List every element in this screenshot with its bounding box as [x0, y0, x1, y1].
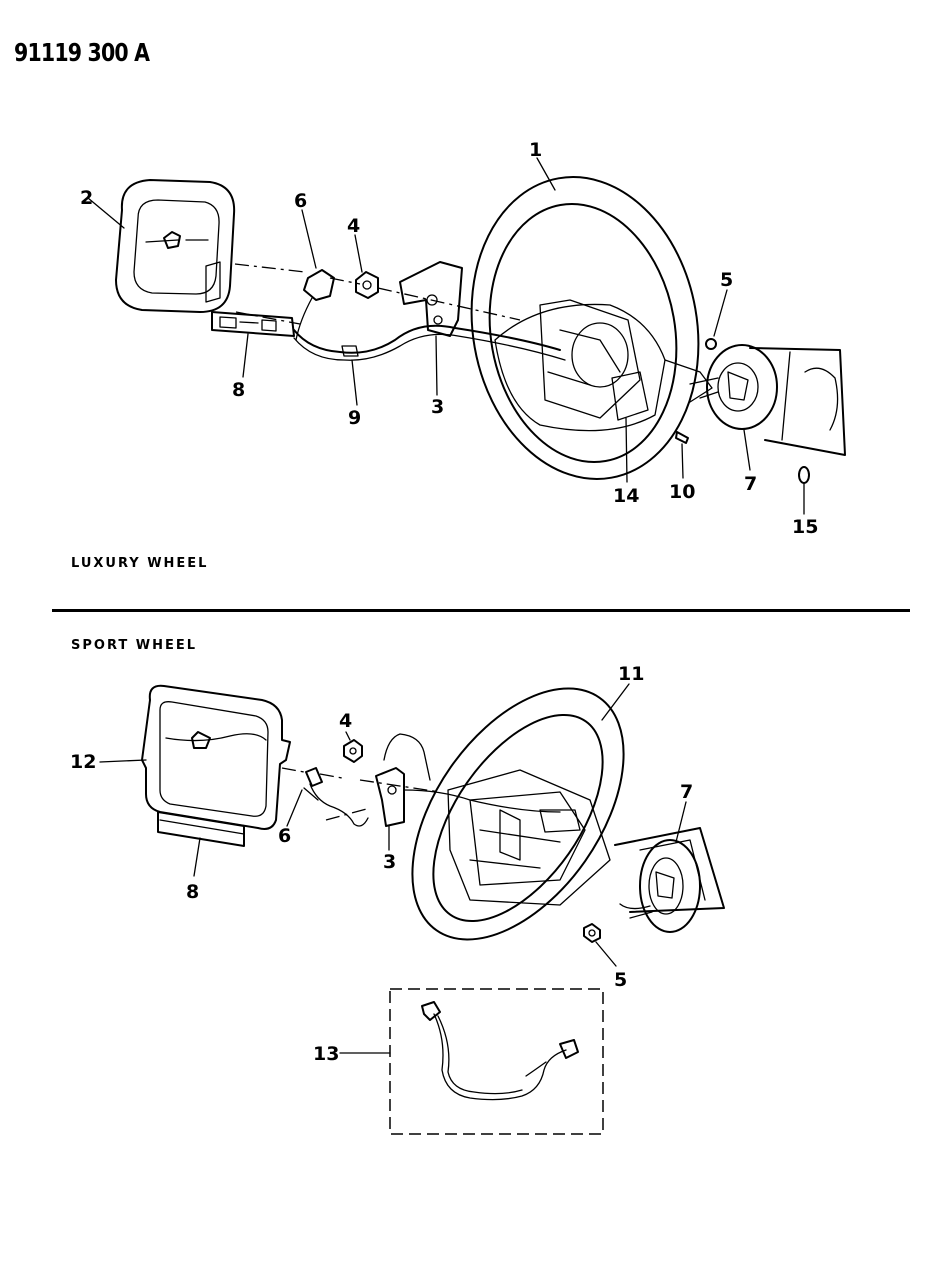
- wiring-harness-luxury: [293, 324, 566, 361]
- clockspring-luxury: [689, 344, 778, 430]
- section-divider: [52, 609, 910, 612]
- sport-centerline: [281, 767, 441, 793]
- mounting-bracket-luxury: [399, 261, 463, 337]
- mounting-bracket-sport: [375, 733, 561, 827]
- wiring-harness-kit: [389, 988, 604, 1135]
- callout-lux-1: 1: [529, 139, 542, 161]
- sport-wheel-assembly: 11 12 4 7 6 3 8 5 13: [70, 663, 725, 1135]
- callout-lux-14: 14: [613, 485, 639, 507]
- nut-luxury-4: [355, 271, 379, 299]
- horn-switch-luxury: [211, 311, 295, 337]
- luxury-centerline: [234, 263, 521, 321]
- callout-sp-7: 7: [680, 781, 693, 803]
- callout-lux-4: 4: [347, 215, 360, 237]
- callout-sp-13: 13: [313, 1043, 339, 1065]
- screw-luxury-10: [675, 431, 689, 444]
- cap-luxury-15: [798, 466, 810, 484]
- nut-sport-5: [583, 923, 601, 943]
- callout-sp-3: 3: [383, 851, 396, 873]
- callout-lux-15: 15: [792, 516, 818, 538]
- steering-wheel-sport: [411, 687, 625, 941]
- airbag-connector-luxury: [295, 269, 335, 341]
- nut-luxury-5: [705, 338, 717, 350]
- steering-wheel-luxury: [470, 176, 713, 480]
- section-title-luxury: LUXURY WHEEL: [71, 556, 209, 571]
- callout-sp-5: 5: [614, 969, 627, 991]
- nut-sport-4: [343, 739, 363, 763]
- callout-lux-5: 5: [720, 269, 733, 291]
- callout-sp-6: 6: [278, 825, 291, 847]
- callout-lux-2: 2: [80, 187, 93, 209]
- trim-bar-sport: [157, 811, 245, 847]
- callout-sp-4: 4: [339, 710, 352, 732]
- callout-lux-8: 8: [232, 379, 245, 401]
- callout-lux-6: 6: [294, 190, 307, 212]
- section-title-sport: SPORT WHEEL: [71, 638, 198, 653]
- steering-column-upper: [749, 347, 846, 456]
- callout-sp-12: 12: [70, 751, 96, 773]
- clockspring-sport: [619, 839, 701, 933]
- horn-pad-sport: [141, 684, 291, 830]
- callout-lux-7: 7: [744, 473, 757, 495]
- document-id: 91119 300 A: [14, 38, 150, 67]
- callout-sp-11: 11: [618, 663, 644, 685]
- horn-pad-luxury: [115, 179, 236, 313]
- callout-sp-8: 8: [186, 881, 199, 903]
- callout-lux-3: 3: [431, 396, 444, 418]
- callout-lux-10: 10: [669, 481, 695, 503]
- callout-lux-9: 9: [348, 407, 361, 429]
- airbag-connector-sport: [303, 767, 369, 827]
- luxury-wheel-assembly: 1 2 6 4 5 8 9 3 14 10 7 15: [80, 139, 846, 538]
